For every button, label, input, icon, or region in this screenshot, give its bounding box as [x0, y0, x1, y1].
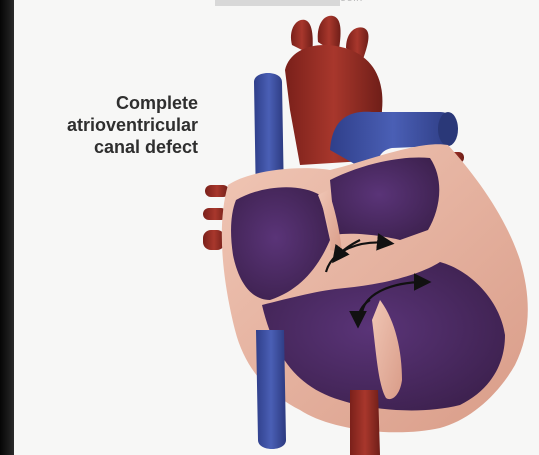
descending-aorta — [350, 390, 380, 455]
inferior-vena-cava — [256, 330, 286, 449]
